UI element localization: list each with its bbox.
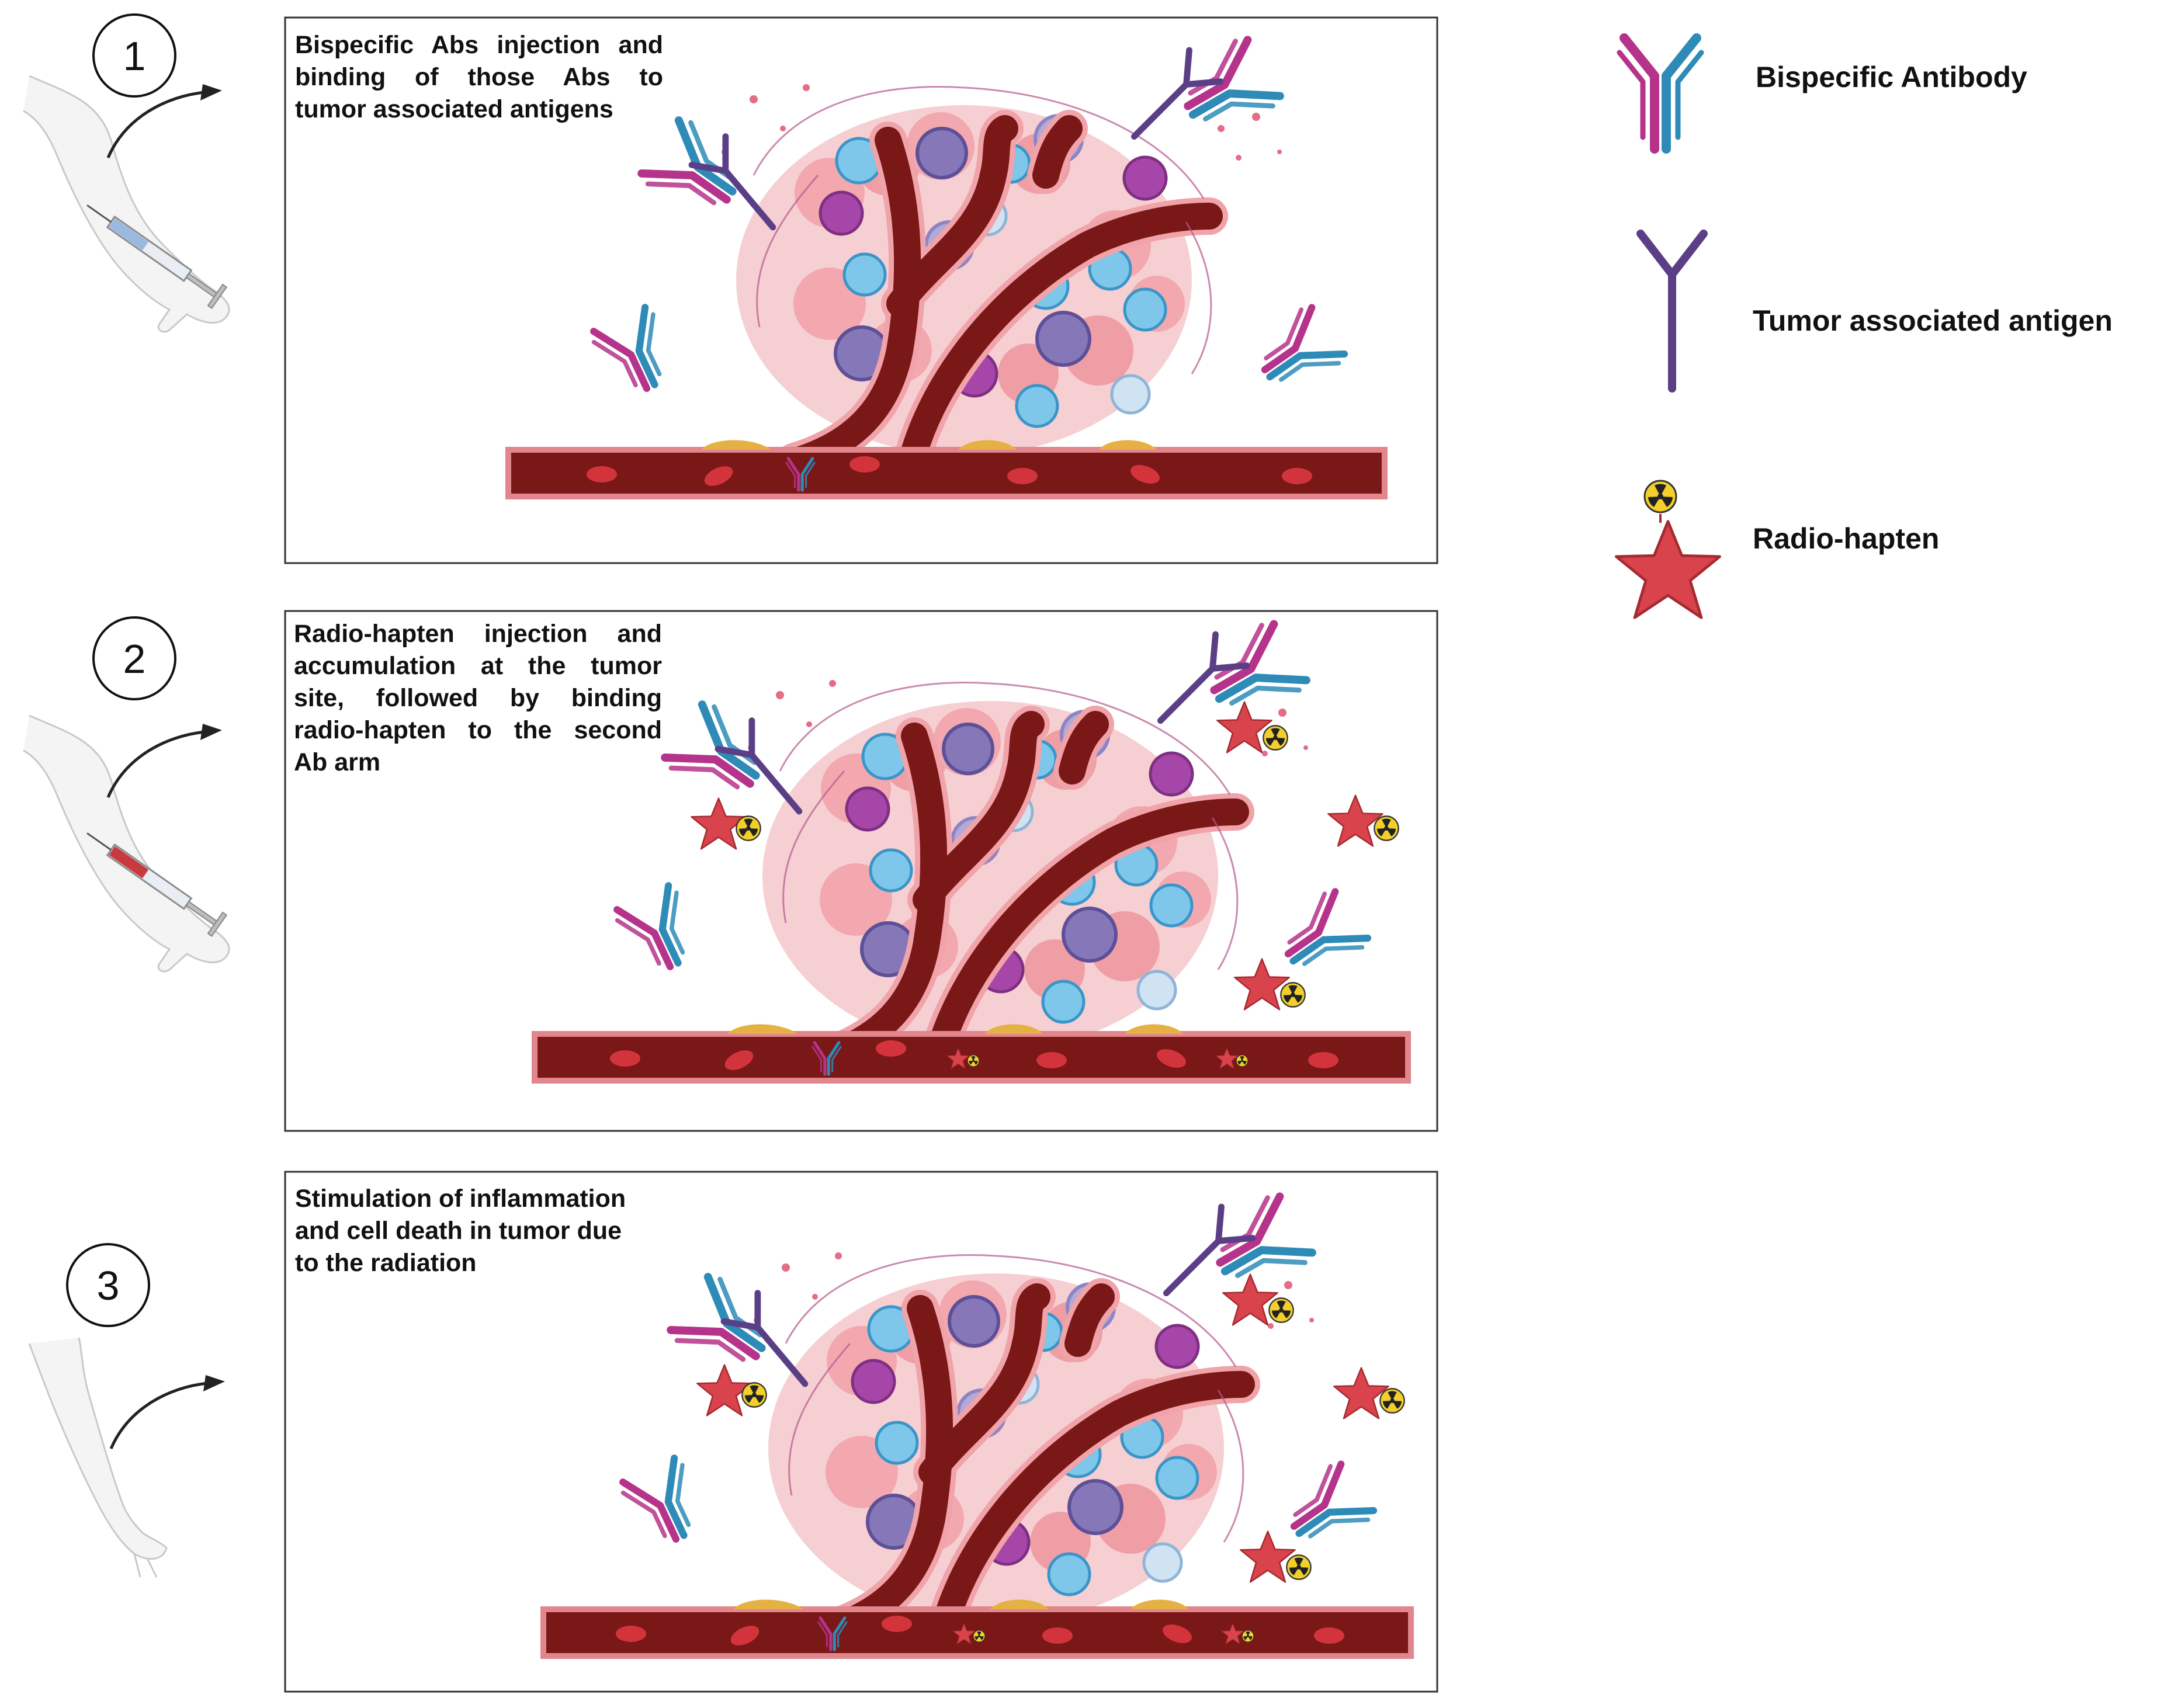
legend-radio-hapten-label: Radio-hapten [1753, 522, 1940, 555]
legend-antigen-icon [1636, 230, 1708, 393]
legend-antibody-icon [1617, 33, 1704, 154]
tumor-mass [722, 84, 1282, 480]
step-2: 2 [22, 610, 1438, 1132]
step-1-number-circle [92, 13, 176, 98]
syringe-icon [86, 204, 228, 310]
step-3-number-circle [66, 1243, 150, 1327]
blood-vessel [505, 440, 1388, 499]
step-2-caption: Radio-hapten injection and accumulation … [294, 620, 662, 776]
step-3-caption: Stimulation of inflammation and cell dea… [295, 1185, 626, 1277]
step-2-number: 2 [123, 636, 146, 682]
arm-icon [28, 1337, 168, 1578]
blood-vessel [540, 1599, 1414, 1659]
radiation-symbol-icon [1643, 480, 1677, 513]
tumor-mass [748, 680, 1308, 1076]
step-1-caption: Bispecific Abs injection and binding of … [295, 31, 663, 123]
step-1-number: 1 [123, 33, 146, 79]
curved-arrow-icon [108, 724, 222, 797]
step-3-number: 3 [97, 1263, 120, 1308]
curved-arrow-icon [111, 1375, 225, 1449]
legend [1616, 33, 1719, 617]
arm-syringe-icon [22, 714, 230, 973]
step-3: 3 [28, 1171, 1438, 1693]
legend-radio-hapten-icon [1616, 480, 1719, 617]
blood-vessel [532, 1024, 1411, 1084]
step-2-number-circle [92, 616, 176, 700]
tumor-mass [754, 1252, 1314, 1648]
legend-tumor-antigen-label: Tumor associated antigen [1753, 304, 2113, 337]
step-1: 1 [22, 13, 1438, 564]
legend-bispecific-antibody-label: Bispecific Antibody [1756, 61, 2027, 93]
syringe-icon [86, 832, 228, 938]
arm-syringe-icon [22, 75, 230, 333]
